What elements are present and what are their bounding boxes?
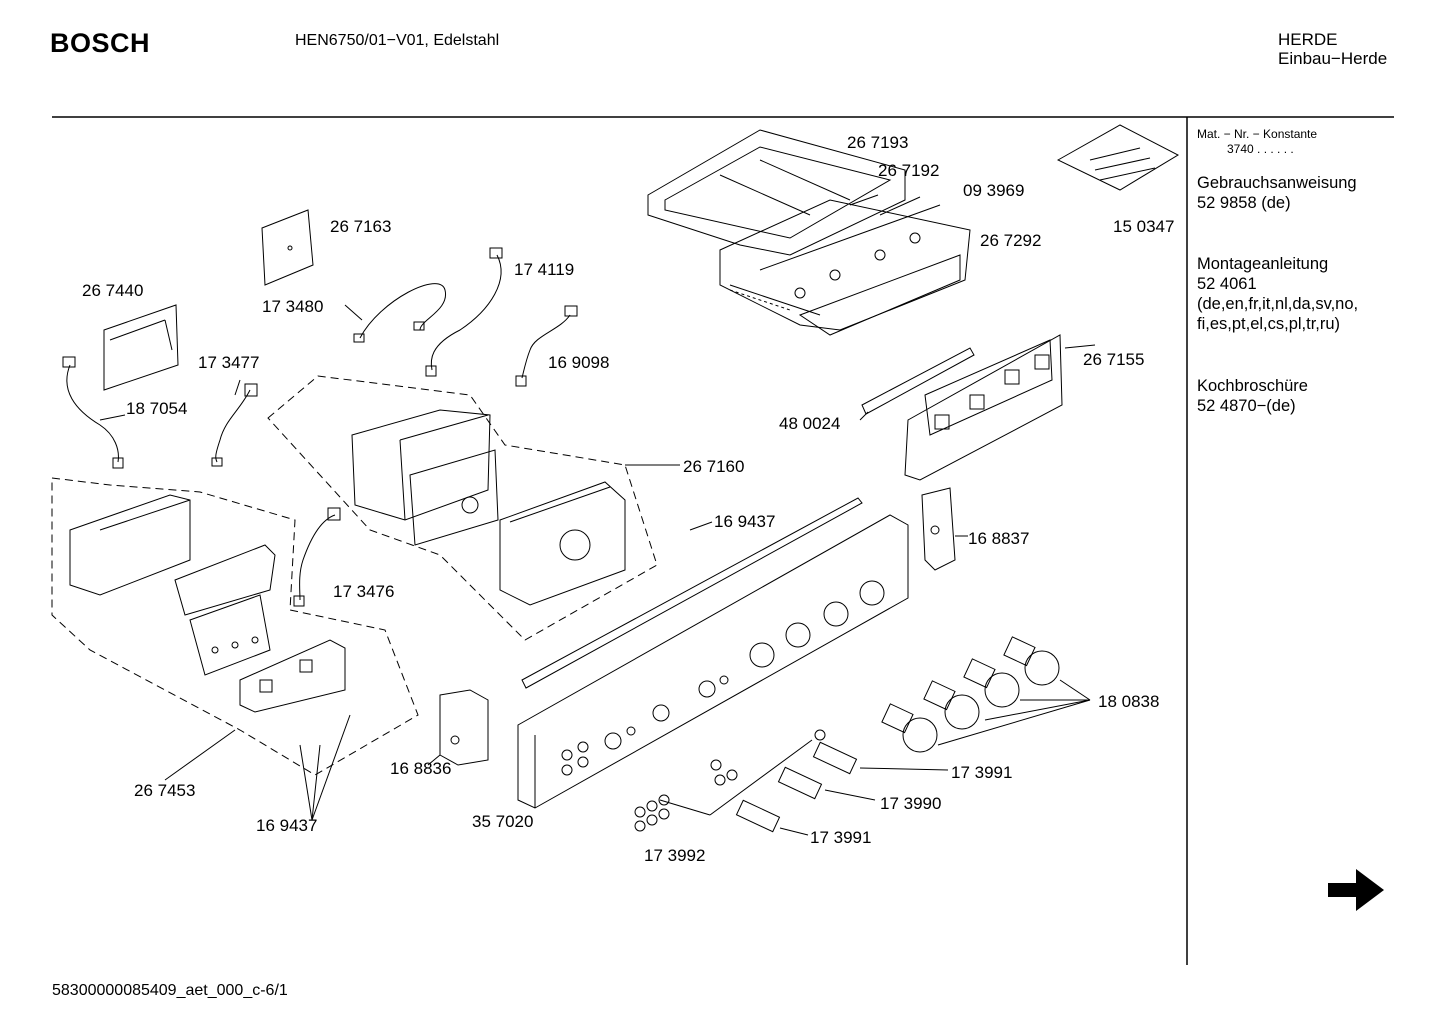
part-label-267155: 26 7155 — [1083, 350, 1144, 369]
document-id: 58300000085409_aet_000_c-6/1 — [52, 982, 288, 999]
part-screw-bag — [1056, 124, 1180, 191]
mat-nr-value: 3740 . . . . . . — [1227, 142, 1294, 156]
leader-lines — [99, 194, 1096, 836]
part-label-357020: 35 7020 — [472, 812, 533, 831]
part-label-169437-a: 16 9437 — [714, 512, 775, 531]
part-label-173992: 17 3992 — [644, 846, 705, 865]
part-label-267163: 26 7163 — [330, 217, 391, 236]
part-cable-173480 — [353, 283, 446, 343]
part-label-173991-b: 17 3991 — [810, 828, 871, 847]
part-label-267192: 26 7192 — [878, 161, 939, 180]
part-cable-173477 — [211, 383, 258, 467]
part-trim-strip — [521, 497, 863, 689]
part-buttons-173992 — [634, 729, 826, 832]
part-label-173480: 17 3480 — [262, 297, 323, 316]
koch-title: Kochbroschüre — [1197, 377, 1308, 395]
part-label-169098: 16 9098 — [548, 353, 609, 372]
mat-nr-label: Mat. − Nr. − Konstante — [1197, 127, 1318, 141]
montage-langs-1: (de,en,fr,it,nl,da,sv,no, — [1197, 295, 1359, 313]
part-knob-4 — [1003, 636, 1060, 686]
part-label-267292: 26 7292 — [980, 231, 1041, 250]
part-label-169437-b: 16 9437 — [256, 816, 317, 835]
part-label-267193: 26 7193 — [847, 133, 908, 152]
part-control-panel — [517, 514, 909, 809]
part-bracket-168837 — [921, 487, 956, 571]
part-board-267163 — [261, 209, 314, 286]
part-timer-module — [69, 494, 276, 676]
category-subtitle: Einbau−Herde — [1278, 49, 1388, 68]
part-label-267453: 26 7453 — [134, 781, 195, 800]
part-board-267440 — [103, 304, 179, 391]
part-label-187054: 18 7054 — [126, 399, 187, 418]
part-label-173991-a: 17 3991 — [951, 763, 1012, 782]
brand-logo: BOSCH — [50, 28, 151, 58]
part-knob-1 — [881, 703, 938, 753]
part-small-knob-173991b — [735, 799, 781, 833]
part-cable-169098 — [515, 305, 578, 387]
part-label-150347: 15 0347 — [1113, 217, 1174, 236]
part-cable-174119 — [425, 247, 503, 377]
right-arrow-icon[interactable] — [1326, 865, 1386, 915]
part-strip-480024 — [861, 347, 975, 415]
model-title: HEN6750/01−V01, Edelstahl — [295, 32, 500, 49]
part-label-173990: 17 3990 — [880, 794, 941, 813]
montage-langs-2: fi,es,pt,el,cs,pl,tr,ru) — [1197, 315, 1341, 333]
part-small-knob-173991a — [812, 741, 858, 775]
part-label-180838: 18 0838 — [1098, 692, 1159, 711]
part-display-board — [239, 639, 346, 713]
group-outline-267453 — [51, 477, 419, 776]
part-top-housing — [647, 129, 971, 336]
part-label-267440: 26 7440 — [82, 281, 143, 300]
part-cable-173476 — [293, 507, 341, 607]
koch-nr: 52 4870−(de) — [1197, 397, 1296, 415]
part-switch-bracket-267155 — [904, 334, 1063, 481]
part-knob-2 — [923, 680, 980, 730]
montage-nr: 52 4061 — [1197, 275, 1257, 293]
gebrauch-nr: 52 9858 (de) — [1197, 194, 1291, 212]
part-switch-module — [351, 409, 499, 546]
part-label-174119: 17 4119 — [514, 260, 574, 279]
part-label-168836: 16 8836 — [390, 759, 451, 778]
part-label-173476: 17 3476 — [333, 582, 394, 601]
montage-title: Montageanleitung — [1197, 255, 1329, 273]
part-knob-3 — [963, 658, 1020, 708]
part-front-frame — [499, 481, 626, 606]
part-label-093969: 09 3969 — [963, 181, 1024, 200]
part-label-480024: 48 0024 — [779, 414, 840, 433]
part-cable-187054 — [62, 356, 124, 469]
part-label-168837: 16 8837 — [968, 529, 1029, 548]
part-label-173477: 17 3477 — [198, 353, 259, 372]
part-bracket-168836 — [439, 689, 489, 766]
part-label-267160: 26 7160 — [683, 457, 744, 476]
part-small-knob-173990 — [777, 766, 823, 800]
gebrauch-title: Gebrauchsanweisung — [1197, 174, 1357, 192]
category-title: HERDE — [1278, 30, 1338, 49]
